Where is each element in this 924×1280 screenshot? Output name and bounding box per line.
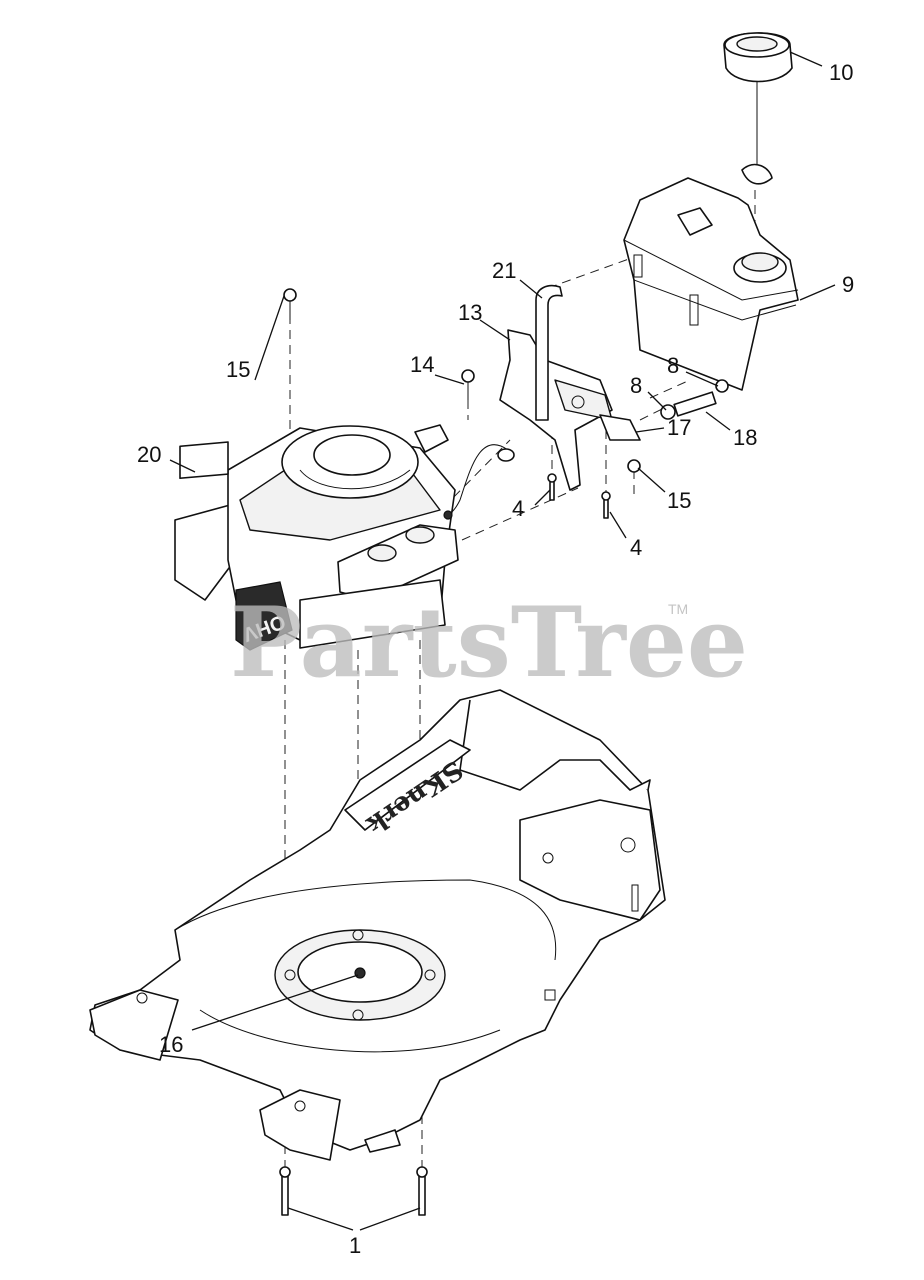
switch-17 <box>599 414 641 441</box>
fuel-cap <box>723 32 793 185</box>
engine: OHV <box>174 424 459 651</box>
watermark: PartsTree <box>230 586 748 699</box>
callout-4-left: 4 <box>512 496 524 521</box>
callout-1: 1 <box>349 1233 361 1258</box>
callout-10: 10 <box>829 60 853 85</box>
callout-17: 17 <box>667 415 691 440</box>
callout-14: 14 <box>410 352 434 377</box>
engine-decal <box>179 441 229 480</box>
callout-8-lower: 8 <box>630 373 642 398</box>
callout-4-right: 4 <box>630 535 642 560</box>
callout-9: 9 <box>842 272 854 297</box>
fuel-line <box>673 391 717 417</box>
fasteners <box>279 288 641 1216</box>
callout-16: 16 <box>159 1032 183 1057</box>
mower-deck: SKnerk <box>89 689 666 1161</box>
clamp-8b <box>715 379 729 393</box>
watermark-trademark: TM <box>668 601 688 617</box>
leader-lines <box>169 51 836 1231</box>
callout-8-upper: 8 <box>667 353 679 378</box>
callout-18: 18 <box>733 425 757 450</box>
callouts: 10 9 21 13 14 15 20 8 8 18 17 15 4 4 16 … <box>137 60 854 1258</box>
control-rod-21 <box>535 284 563 421</box>
callout-20: 20 <box>137 442 161 467</box>
throttle-cable <box>447 444 509 516</box>
callout-13: 13 <box>458 300 482 325</box>
callout-21: 21 <box>492 258 516 283</box>
callout-15-bracket: 15 <box>667 488 691 513</box>
callout-15-engine: 15 <box>226 357 250 382</box>
fuel-tank <box>623 177 799 391</box>
throttle-bracket <box>499 329 641 491</box>
